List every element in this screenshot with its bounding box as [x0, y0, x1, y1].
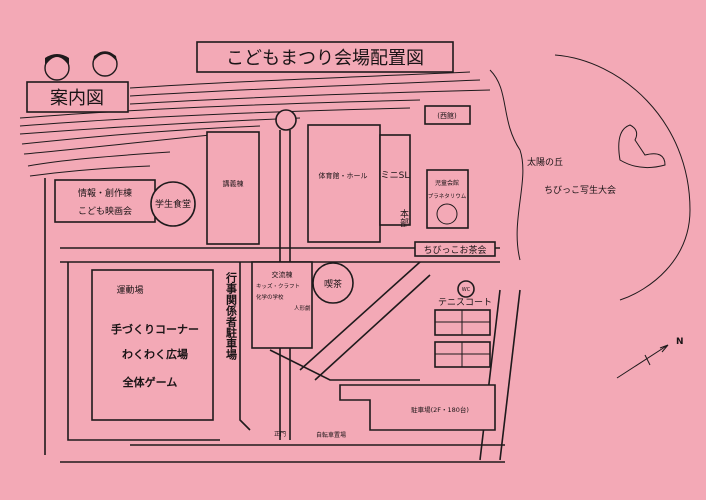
lecture-building — [206, 131, 260, 245]
gym-building — [307, 124, 381, 243]
dinosaur-icon — [618, 124, 666, 169]
sketch-contest-label: ちびっこ写生大会 — [544, 184, 616, 196]
cafe-label: 喫茶 — [324, 278, 342, 290]
title-box — [196, 41, 454, 73]
field-item: わくわく広場 — [122, 347, 188, 361]
main-gate-label: 正門 — [274, 431, 286, 438]
exchange-label: 交流棟 — [272, 270, 293, 279]
west-hall-label: (西館) — [437, 111, 457, 120]
tennis-courts — [434, 309, 491, 368]
hill-label: 太陽の丘 — [527, 156, 563, 168]
info-building — [54, 179, 156, 223]
roundabout — [275, 109, 297, 131]
field-item: 全体ゲーム — [122, 375, 178, 389]
guide-sign — [26, 81, 129, 113]
chemistry-label: 化学の学校 — [256, 293, 284, 301]
field-label: 運動場 — [116, 284, 143, 296]
gym-label: 体育館・ホール — [319, 171, 368, 180]
lecture-label: 講義棟 — [223, 179, 244, 188]
cafeteria-label: 学生食堂 — [155, 198, 191, 210]
tea-party-area — [414, 241, 496, 257]
guide-sign-label: 案内図 — [50, 88, 104, 109]
cafe — [312, 262, 354, 304]
tennis-label: テニスコート — [438, 297, 492, 308]
field-item: 手づくりコーナー — [111, 322, 199, 336]
wc-icon — [457, 280, 475, 298]
roads — [44, 130, 521, 463]
parking-label: 駐車場(2F・180台) — [411, 405, 469, 414]
hq-label: 本部 — [398, 208, 409, 228]
planetarium-dome — [436, 203, 458, 225]
mini-sl-label: ミニSL — [381, 171, 410, 181]
info-building-label: 情報・創作棟 — [78, 187, 132, 199]
kids-craft-label: キッズ・クラフト — [256, 282, 300, 290]
parking-lot — [339, 384, 496, 431]
mini-sl-area — [379, 134, 411, 226]
wc-label: WC — [462, 287, 471, 293]
staff-parking-label: 行事関係者駐車場 — [225, 271, 239, 361]
north-arrow-icon: N — [616, 337, 684, 379]
movie-label: こども映画会 — [78, 205, 132, 217]
planetarium-label: プラネタリウム — [428, 192, 467, 200]
children-hall — [426, 169, 469, 229]
contour-lines — [19, 54, 691, 301]
kids-illustration-icon — [44, 51, 118, 81]
puppet-label: 人形劇 — [294, 304, 311, 312]
sports-field — [91, 269, 214, 421]
map-title: こどもまつり会場配置図 — [226, 48, 424, 69]
bicycle-parking-label: 自転車置場 — [316, 431, 346, 439]
west-hall — [424, 105, 471, 125]
children-hall-label: 児童会館 — [435, 179, 459, 187]
cafeteria — [150, 181, 196, 227]
tea-party-label: ちびっこお茶会 — [423, 244, 486, 256]
north-label: N — [676, 337, 684, 347]
exchange-building — [251, 261, 313, 349]
